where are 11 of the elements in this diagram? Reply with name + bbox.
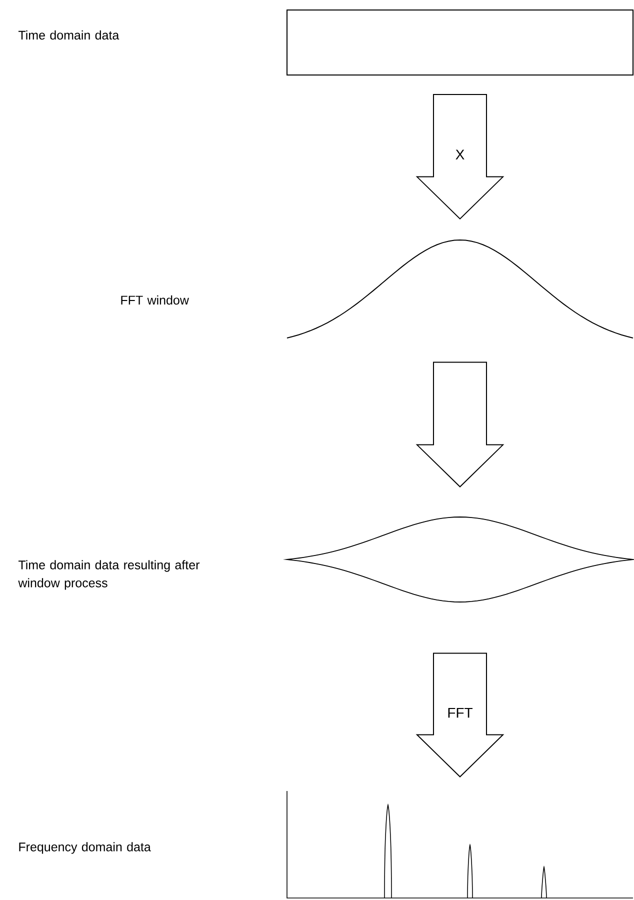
window-curve: [286, 240, 634, 338]
block-arrow: [416, 362, 504, 488]
data-box: [286, 10, 634, 76]
caption-text: Time domain data resulting after window process: [18, 560, 200, 590]
caption-text: Time domain data: [18, 30, 120, 40]
spectrum-plot: [286, 790, 634, 898]
edge-label: FFT: [446, 706, 474, 719]
block-arrow: [416, 94, 504, 220]
caption-text: FFT window: [121, 295, 189, 305]
caption-text: Frequency domain data: [19, 842, 151, 854]
block-arrow: [416, 652, 504, 778]
